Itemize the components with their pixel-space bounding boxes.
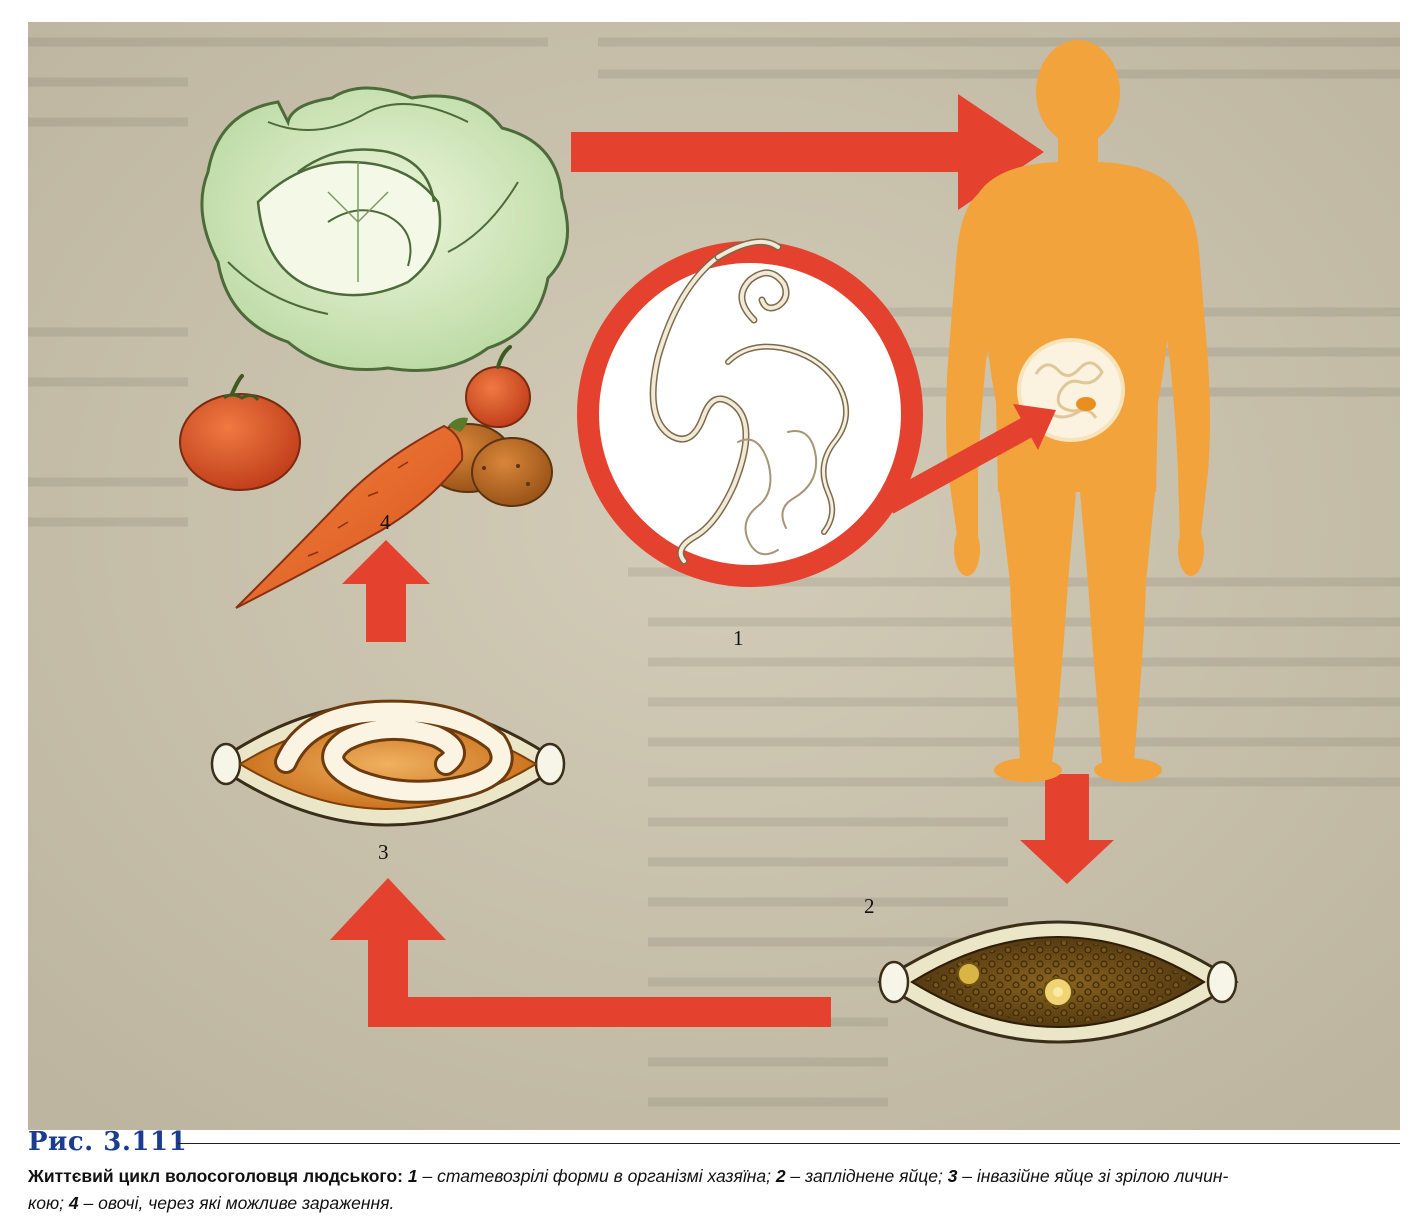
figure-caption: Життєвий цикл волосоголовця людського: 1… <box>28 1163 1400 1217</box>
arrow-vegetables-to-human <box>571 94 1044 210</box>
caption-item-4-sep: – <box>78 1193 99 1213</box>
arrow-human-to-fertilized-egg <box>1020 774 1114 884</box>
caption-item-4-text: овочі, через які можливе зараження. <box>98 1193 395 1213</box>
caption-item-3-text-cont: кою; <box>28 1193 65 1213</box>
caption-item-3-sep: – <box>957 1166 977 1186</box>
caption-item-1-text: статевозрілі форми в організмі хазяїна; <box>437 1166 771 1186</box>
larva-egg-icon <box>210 699 566 827</box>
worm-icon <box>649 238 790 565</box>
life-cycle-figure: 4 1 2 3 <box>28 22 1400 1130</box>
arrow-fertilized-egg-to-larva-egg <box>330 878 831 1027</box>
stage-label-2: 2 <box>864 894 875 918</box>
caption-item-3-num: 3 <box>947 1166 958 1186</box>
caption-item-2-text: запліднене яйце; <box>805 1166 943 1186</box>
caption-item-2-num: 2 <box>775 1166 786 1186</box>
caption-item-1-num: 1 <box>407 1166 418 1186</box>
tomato-icon <box>179 374 301 491</box>
caption-title: Життєвий цикл волосоголовця людського: <box>28 1166 404 1186</box>
stage-label-3: 3 <box>378 840 389 864</box>
caption-item-4-num: 4 <box>68 1193 79 1213</box>
stage-label-4: 4 <box>380 510 391 534</box>
caption-item-3-text: інвазійне яйце зі зрілою личин- <box>976 1166 1229 1186</box>
egg-icon <box>877 920 1239 1044</box>
cabbage-icon <box>200 86 569 372</box>
stage-label-1: 1 <box>733 626 744 650</box>
life-cycle-diagram <box>28 22 1400 1130</box>
arrow-larva-egg-to-vegetables <box>342 540 430 642</box>
tomato-icon <box>465 345 531 428</box>
carrot-icon <box>235 417 468 609</box>
caption-item-2-sep: – <box>785 1166 806 1186</box>
caption-divider <box>178 1143 1400 1144</box>
caption-item-1-sep: – <box>417 1166 438 1186</box>
worm-icon <box>725 343 849 556</box>
adult-worms-inset <box>577 238 1056 587</box>
figure-label: Рис. 3.111 <box>28 1127 188 1157</box>
